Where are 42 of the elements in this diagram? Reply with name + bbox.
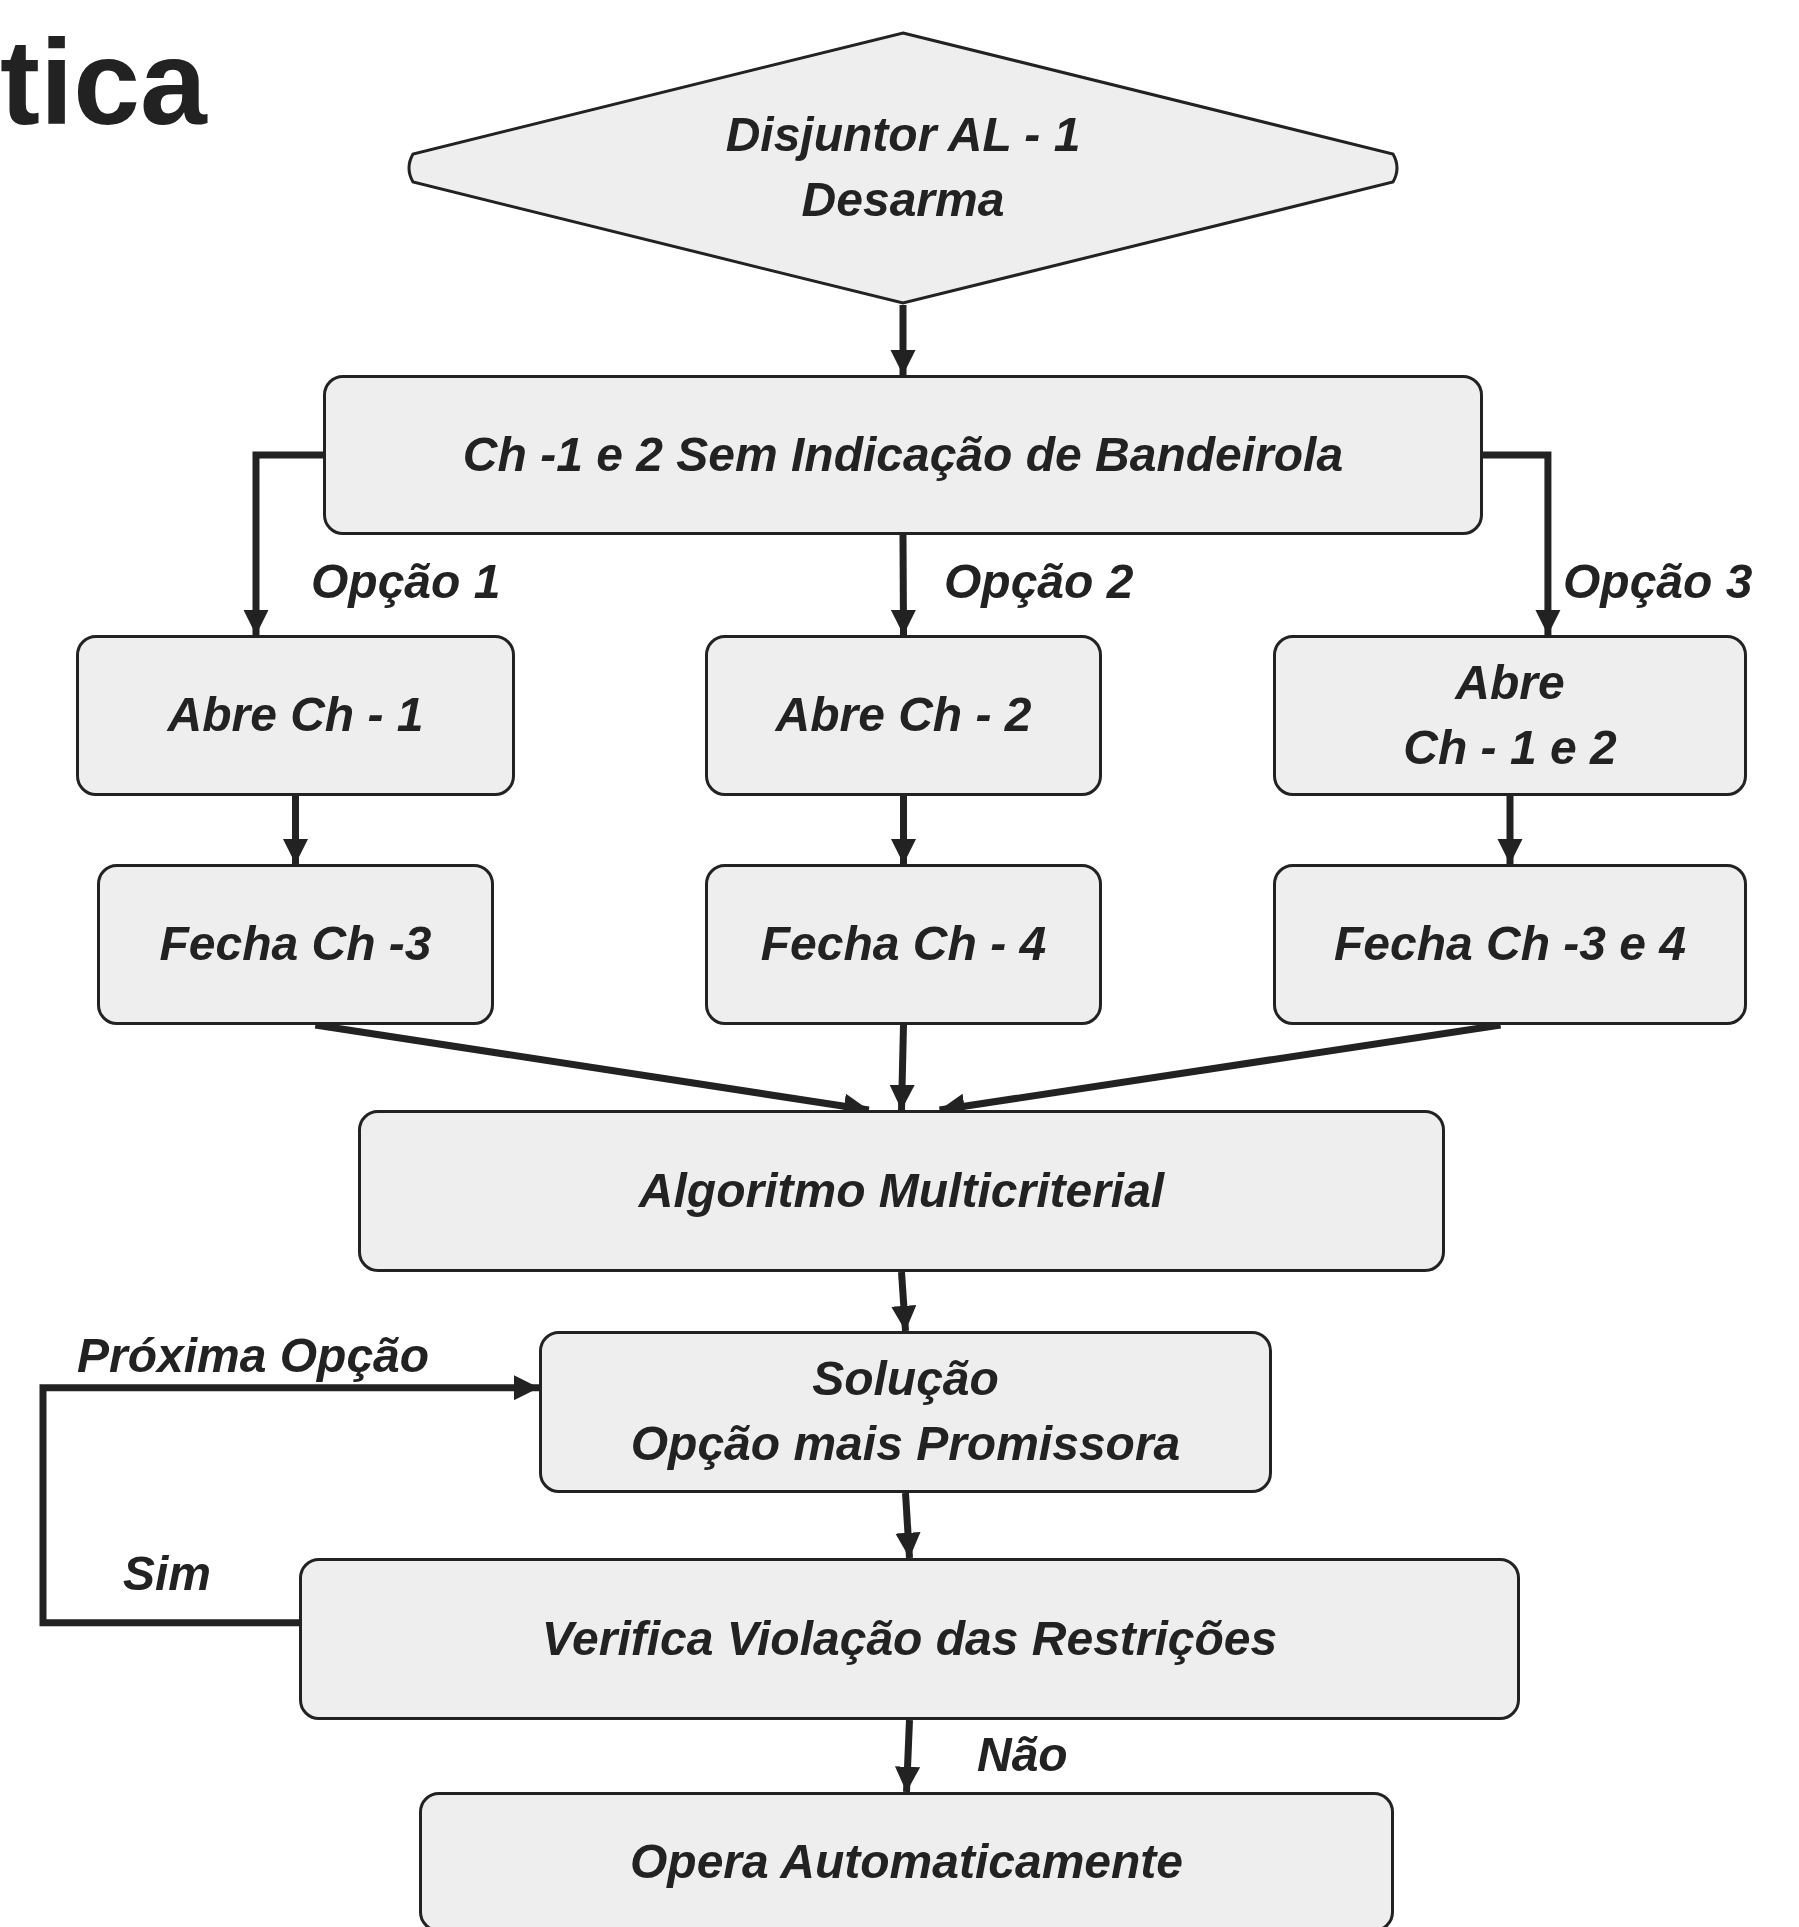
process-box	[1273, 864, 1747, 1025]
arrow	[890, 305, 916, 375]
process-box	[539, 1331, 1272, 1493]
process-box	[1273, 635, 1747, 796]
edge-label: Sim	[123, 1546, 212, 1602]
edge-label: Opção 3	[1563, 554, 1753, 610]
arrow	[890, 535, 916, 635]
node-label: Fecha Ch - 4	[760, 916, 1047, 973]
node-label: Disjuntor AL - 1 Desarma	[725, 107, 1081, 228]
edge-label: Não	[977, 1727, 1068, 1783]
node-label: Ch -1 e 2 Sem Indicação de Bandeirola	[462, 426, 1344, 483]
arrow	[895, 1492, 921, 1559]
arrow	[891, 1271, 917, 1332]
process-box	[705, 864, 1102, 1025]
node-label: Fecha Ch -3 e 4	[1333, 916, 1687, 973]
node-label: Verifica Violação das Restrições	[541, 1610, 1278, 1667]
arrow	[1483, 451, 1561, 635]
process-box	[705, 635, 1102, 796]
arrow	[890, 796, 917, 864]
node-label: Opera Automaticamente	[630, 1833, 1183, 1890]
process-box	[97, 864, 494, 1025]
arrow	[1497, 796, 1523, 864]
arrow	[889, 1024, 915, 1111]
edge-label: Opção 2	[944, 554, 1134, 610]
node-label: Abre Ch - 1 e 2	[1403, 654, 1617, 776]
process-box	[419, 1792, 1394, 1927]
arrow	[243, 451, 323, 635]
node-label: Solução Opção mais Promissora	[630, 1351, 1181, 1472]
node-label: Algoritmo Multicriterial	[638, 1162, 1165, 1219]
node-label: Abre Ch - 1	[167, 687, 424, 744]
arrow	[282, 796, 309, 864]
process-box	[76, 635, 515, 796]
node-label: Fecha Ch -3	[159, 916, 432, 973]
heading: tica	[0, 22, 207, 142]
arrow	[39, 1375, 539, 1627]
arrow	[894, 1719, 921, 1793]
node-label: Abre Ch - 2	[775, 687, 1032, 744]
process-box	[323, 375, 1483, 535]
note-label: Próxima Opção	[77, 1328, 430, 1384]
edge-label: Opção 1	[311, 554, 501, 610]
process-box	[299, 1558, 1520, 1720]
process-box	[358, 1110, 1445, 1272]
